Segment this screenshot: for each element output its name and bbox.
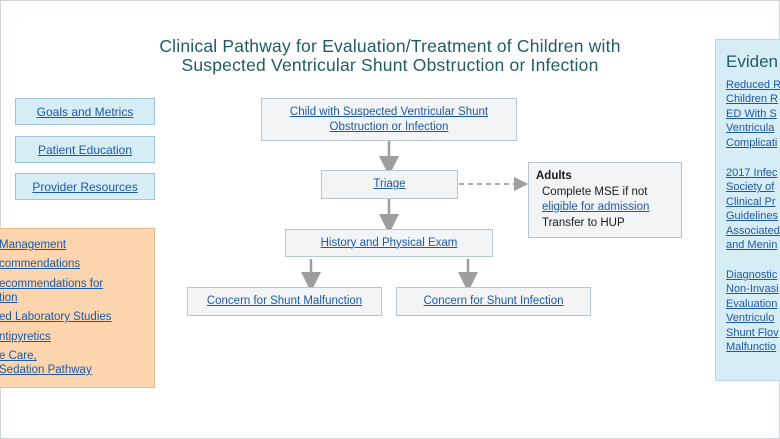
evidence-link-3-line5[interactable]: Shunt Flov [726, 327, 779, 339]
eligible-admission-link[interactable]: eligible for admission [542, 201, 650, 213]
laboratory-studies-link[interactable]: ed Laboratory Studies [0, 311, 112, 323]
title-line-2: Suspected Ventricular Shunt Obstruction … [181, 55, 599, 75]
management-panel: Management commendations ecommendations … [0, 228, 155, 388]
care-link-line1[interactable]: e Care, [0, 350, 37, 362]
evidence-link-1-line4[interactable]: Ventricula [726, 122, 775, 134]
patient-education-link[interactable]: Patient Education [37, 142, 133, 157]
triage-link[interactable]: Triage [373, 178, 406, 190]
evidence-link-3-line2[interactable]: Non-Invasi [726, 283, 779, 295]
antipyretics-link[interactable]: ntipyretics [0, 331, 51, 343]
evidence-link-2-line5[interactable]: Associated [726, 225, 780, 237]
recommendations-for-link-line2[interactable]: tion [0, 292, 18, 304]
history-physical-node[interactable]: History and Physical Exam [285, 229, 493, 257]
evidence-link-3-line6[interactable]: Malfunctio [726, 341, 777, 353]
management-link[interactable]: Management [0, 239, 67, 251]
triage-node[interactable]: Triage [321, 170, 458, 199]
goals-metrics-link[interactable]: Goals and Metrics [36, 104, 134, 119]
evidence-link-1-line2[interactable]: Children R [726, 93, 778, 105]
evidence-link-2-line3[interactable]: Clinical Pr [726, 196, 776, 208]
shunt-infection-link[interactable]: Concern for Shunt Infection [423, 295, 564, 307]
evidence-link-2-line1[interactable]: 2017 Infec [726, 167, 778, 179]
evidence-link-1-line3[interactable]: ED With S [726, 108, 777, 120]
patient-education-button[interactable]: Patient Education [15, 136, 155, 163]
start-node-link[interactable]: Child with Suspected Ventricular Shunt O… [289, 105, 489, 133]
evidence-link-2-line2[interactable]: Society of [726, 181, 775, 193]
sedation-pathway-link[interactable]: Sedation Pathway [0, 364, 92, 376]
title-line-1: Clinical Pathway for Evaluation/Treatmen… [159, 36, 621, 56]
provider-resources-button[interactable]: Provider Resources [15, 173, 155, 200]
evidence-link-3-line4[interactable]: Ventriculo [726, 312, 775, 324]
shunt-malfunction-node[interactable]: Concern for Shunt Malfunction [187, 287, 382, 316]
adults-heading: Adults [536, 170, 572, 182]
evidence-panel: Eviden Reduced R Children R ED With S Ve… [715, 39, 780, 381]
page-title: Clinical Pathway for Evaluation/Treatmen… [130, 37, 650, 75]
history-physical-link[interactable]: History and Physical Exam [320, 236, 458, 249]
shunt-malfunction-link[interactable]: Concern for Shunt Malfunction [206, 295, 363, 307]
adults-mse-text: Complete MSE if not [542, 186, 648, 198]
evidence-link-1-line5[interactable]: Complicati [726, 137, 778, 149]
evidence-link-2-line4[interactable]: Guidelines [726, 210, 778, 222]
transfer-hup-text: Transfer to HUP [542, 217, 625, 229]
adults-box: Adults Complete MSE if not eligible for … [528, 162, 682, 238]
evidence-link-3-line3[interactable]: Evaluation [726, 298, 778, 310]
evidence-link-1-line1[interactable]: Reduced R [726, 79, 780, 91]
evidence-heading: Eviden [726, 52, 778, 71]
recommendations-for-link-line1[interactable]: ecommendations for [0, 278, 104, 290]
goals-metrics-button[interactable]: Goals and Metrics [15, 98, 155, 125]
shunt-infection-node[interactable]: Concern for Shunt Infection [396, 287, 591, 316]
evidence-link-3-line1[interactable]: Diagnostic [726, 269, 778, 281]
evidence-link-2-line6[interactable]: and Menin [726, 239, 778, 251]
start-node[interactable]: Child with Suspected Ventricular Shunt O… [261, 98, 517, 141]
provider-resources-link[interactable]: Provider Resources [32, 179, 138, 194]
recommendations-link[interactable]: commendations [0, 258, 81, 270]
